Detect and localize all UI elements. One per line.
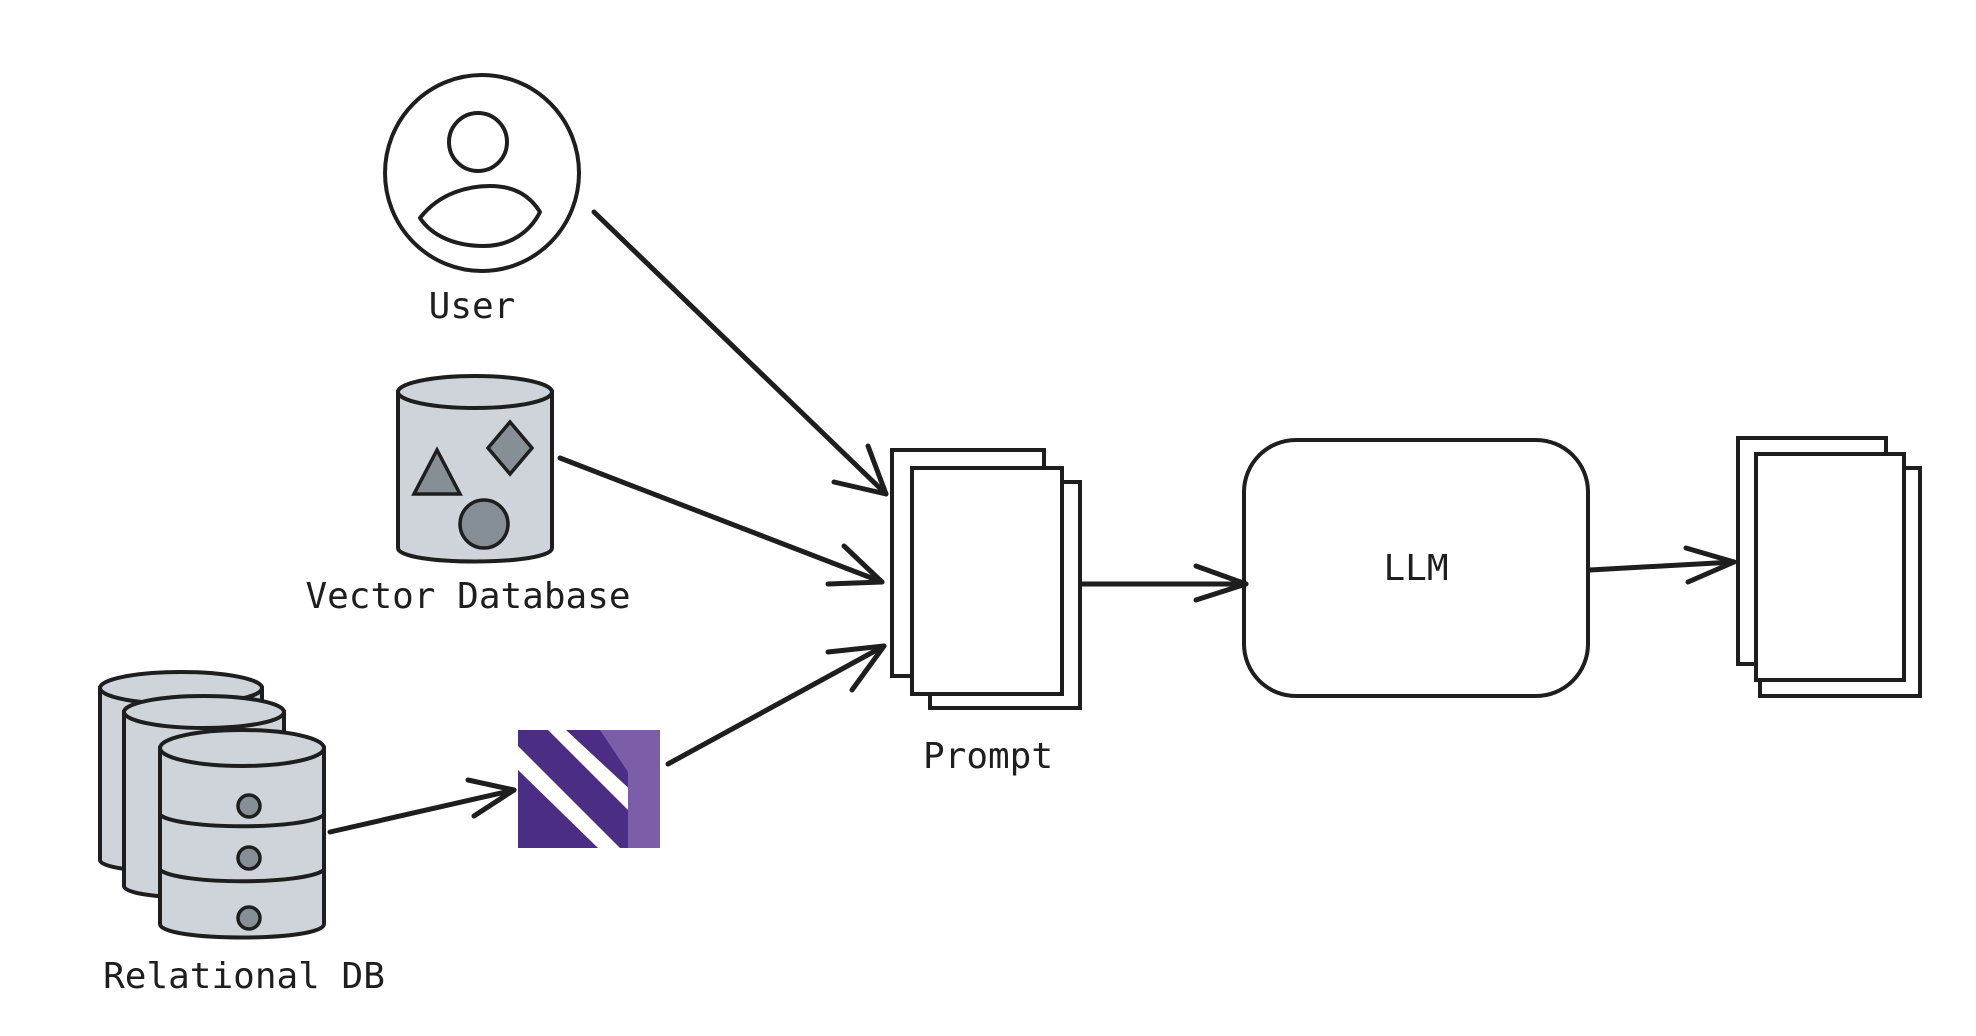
- document-stack-icon: [890, 448, 1082, 710]
- vector-database-icon: [396, 374, 554, 564]
- arrow-prompt-to-llm: [1079, 563, 1249, 603]
- arrow-connector-to-prompt: [665, 643, 887, 767]
- circle-icon: [458, 498, 510, 550]
- user-label: User: [429, 286, 516, 327]
- relational-db-label: Relational DB: [103, 956, 385, 997]
- arrow-llm-to-output: [1587, 545, 1737, 585]
- llm-label: LLM: [1383, 548, 1448, 589]
- prompt-node[interactable]: Prompt: [890, 448, 1082, 777]
- vector-database-node[interactable]: Vector Database: [305, 374, 631, 617]
- arrow-vector-db-to-prompt: [557, 455, 885, 587]
- prompt-label: Prompt: [923, 736, 1053, 777]
- relational-db-node[interactable]: Relational DB: [98, 670, 385, 997]
- document-stack-icon: [1736, 436, 1922, 698]
- triangle-icon: [411, 446, 463, 496]
- arrow-relational-db-to-connector: [327, 777, 517, 835]
- diamond-icon: [485, 419, 535, 477]
- llm-box: [1242, 438, 1590, 698]
- connector-logo: [518, 730, 660, 848]
- connector-node[interactable]: [518, 730, 660, 848]
- user-icon: [383, 73, 581, 273]
- arrow-user-to-prompt: [591, 209, 889, 497]
- output-node[interactable]: [1736, 436, 1922, 698]
- user-node[interactable]: User: [383, 73, 581, 327]
- relational-db-icon: [98, 670, 326, 940]
- vector-database-label: Vector Database: [305, 576, 630, 617]
- llm-node[interactable]: LLM: [1242, 438, 1590, 698]
